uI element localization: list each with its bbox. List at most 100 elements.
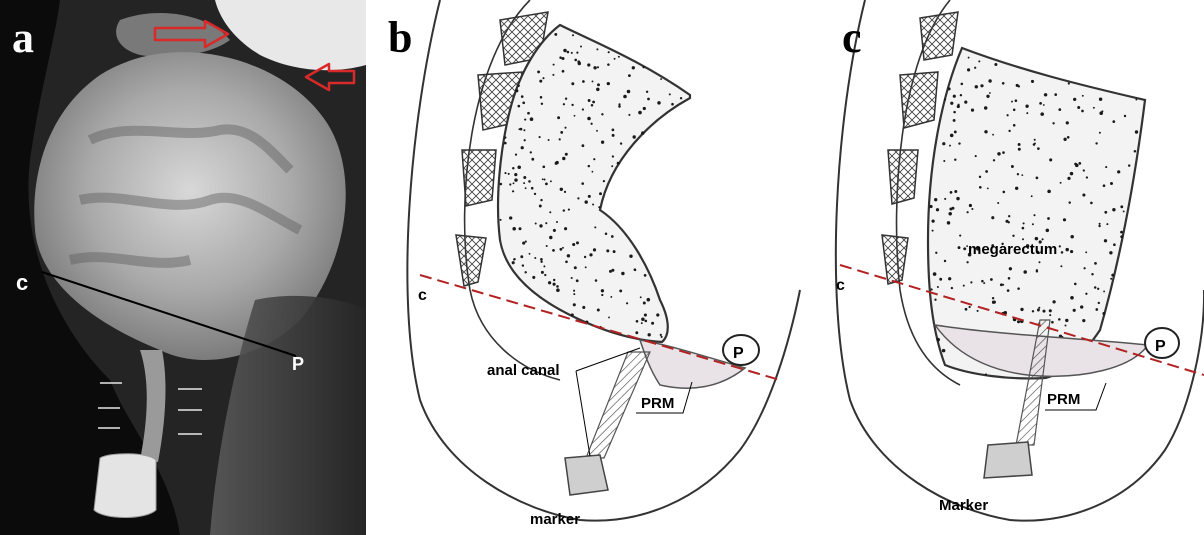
stool-dot	[943, 160, 945, 162]
stool-dot	[1046, 229, 1049, 232]
stool-dot	[1128, 164, 1130, 166]
panel-c-point-c: c	[836, 277, 845, 294]
stool-dot	[593, 248, 596, 251]
stool-dot	[1078, 162, 1081, 165]
stool-dot	[546, 245, 548, 247]
stool-dot	[1051, 321, 1054, 324]
stool-dot	[611, 235, 614, 238]
stool-dot	[561, 57, 564, 60]
stool-dot	[1099, 97, 1102, 100]
stool-dot	[933, 272, 937, 276]
stool-dot	[560, 131, 563, 134]
stool-dot	[1018, 143, 1021, 146]
stool-dot	[638, 111, 642, 115]
panel-c: P c megarectum PRM Marker c	[836, 0, 1204, 521]
stool-dot	[512, 261, 515, 264]
stool-dot	[643, 107, 646, 110]
stool-dot	[574, 59, 577, 62]
stool-dot	[571, 313, 574, 316]
stool-dot	[948, 212, 952, 216]
stool-dot	[534, 193, 536, 195]
stool-dot	[983, 282, 985, 284]
stool-dot	[968, 57, 970, 59]
stool-dot	[1033, 143, 1036, 146]
stool-dot	[960, 94, 962, 96]
stool-dot	[562, 157, 565, 160]
stool-dot	[988, 79, 991, 82]
stool-dot	[986, 95, 989, 98]
stool-dot	[641, 322, 643, 324]
stool-dot	[593, 158, 595, 160]
stool-dot	[545, 222, 547, 224]
stool-dot	[951, 287, 953, 289]
stool-dot	[1094, 262, 1097, 265]
stool-dot	[621, 272, 624, 275]
stool-dot	[556, 288, 560, 292]
panel-a-point-c: c	[16, 270, 28, 295]
stool-dot	[1061, 251, 1064, 254]
stool-dot	[1124, 115, 1126, 117]
stool-dot	[1006, 114, 1008, 116]
panel-b: P c anal canal PRM marker b	[388, 0, 800, 528]
stool-dot	[509, 183, 511, 185]
stool-dot	[591, 104, 594, 107]
stool-dot	[1093, 107, 1095, 109]
stool-dot	[1112, 208, 1115, 211]
stool-dot	[525, 241, 527, 243]
stool-dot	[1060, 265, 1062, 267]
stool-dot	[991, 216, 994, 219]
stool-dot	[964, 101, 967, 104]
stool-dot	[1106, 223, 1108, 225]
stool-dot	[560, 248, 563, 251]
stool-dot	[1047, 217, 1050, 220]
panel-a-point-p: P	[292, 354, 304, 374]
stool-dot	[577, 197, 579, 199]
stool-dot	[997, 202, 999, 204]
stool-dot	[585, 266, 587, 268]
stool-dot	[1043, 310, 1046, 313]
stool-dot	[942, 349, 946, 353]
stool-dot	[1013, 109, 1016, 112]
stool-dot	[1085, 251, 1087, 253]
stool-dot	[1095, 142, 1097, 144]
stool-dot	[975, 155, 977, 157]
stool-dot	[571, 52, 573, 54]
stool-dot	[1097, 288, 1099, 290]
stool-dot	[934, 198, 937, 201]
stool-dot	[565, 153, 568, 156]
stool-dot	[607, 82, 610, 85]
stool-dot	[1039, 261, 1041, 263]
panel-b-point-p: P	[733, 345, 744, 362]
stool-dot	[646, 91, 648, 93]
stool-dot	[1077, 106, 1080, 109]
stool-dot	[545, 183, 548, 186]
stool-dot	[1031, 195, 1033, 197]
stool-dot	[573, 303, 576, 306]
stool-dot	[523, 129, 525, 131]
stool-dot	[620, 142, 622, 144]
stool-dot	[680, 97, 682, 99]
stool-dot	[504, 142, 507, 145]
stool-dot	[539, 205, 542, 208]
stool-dot	[970, 281, 972, 283]
panel-b-letter: b	[388, 13, 412, 62]
panel-b-marker-block	[565, 455, 608, 495]
stool-dot	[644, 313, 647, 316]
stool-dot	[1090, 202, 1093, 205]
stool-dot	[1068, 82, 1070, 84]
stool-dot	[611, 165, 613, 167]
stool-dot	[628, 114, 630, 116]
stool-dot	[1036, 270, 1038, 272]
stool-dot	[1134, 150, 1137, 153]
stool-dot	[669, 93, 671, 95]
stool-dot	[1016, 84, 1019, 87]
stool-dot	[644, 274, 647, 277]
stool-dot	[522, 101, 525, 104]
stool-dot	[660, 334, 662, 336]
stool-dot	[1113, 243, 1116, 246]
panel-c-label-prm: PRM	[1047, 391, 1080, 408]
stool-dot	[948, 277, 951, 280]
stool-dot	[519, 227, 522, 230]
stool-dot	[1073, 98, 1076, 101]
stool-dot	[647, 298, 651, 302]
